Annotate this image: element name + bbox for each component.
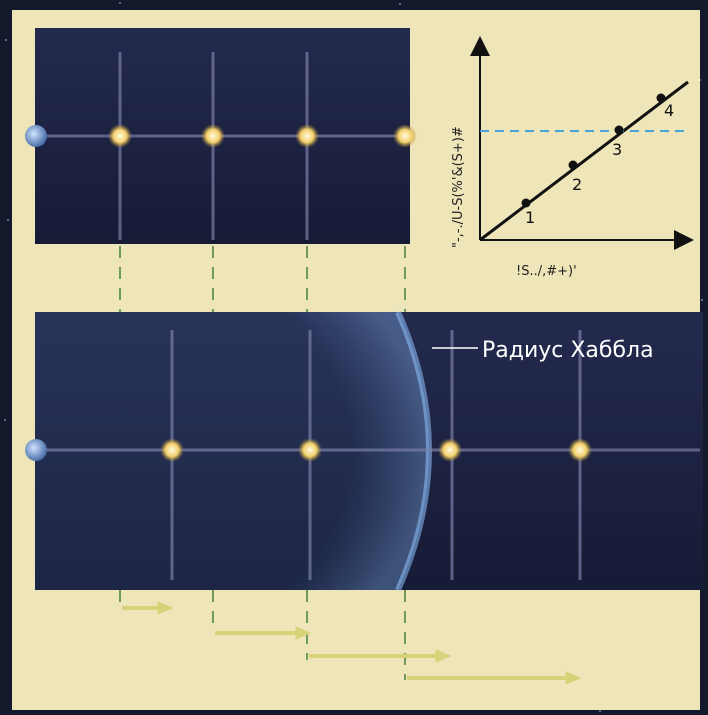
galaxy-bottom-4 — [568, 438, 592, 462]
graph-point-label-4: 4 — [664, 101, 674, 120]
graph-point-label-1: 1 — [525, 208, 535, 227]
x-axis-label: !S../,#+)' — [516, 264, 577, 279]
galaxy-bottom-3 — [438, 438, 462, 462]
galaxy-top-2 — [201, 124, 225, 148]
graph-point-1 — [521, 198, 531, 208]
graph-point-3 — [614, 125, 624, 135]
velocity-arrow-3 — [309, 649, 452, 663]
hubble-radius-label: Радиус Хаббла — [482, 338, 654, 363]
bottom-universe-panel: Радиус Хаббла — [25, 310, 703, 592]
hubble-law-line — [479, 80, 689, 242]
graph-point-label-2: 2 — [572, 175, 582, 194]
graph-point-2 — [568, 160, 578, 170]
top-universe-panel — [25, 28, 417, 244]
hubble-law-graph: 1 2 3 4 !S../,#+)' "-,-./U-S(%'&(S+)# — [451, 36, 694, 279]
galaxy-top-4 — [393, 124, 417, 148]
earth-observer-top — [25, 125, 47, 147]
galaxy-bottom-1 — [160, 438, 184, 462]
velocity-arrow-2 — [215, 626, 312, 640]
guide-lines — [119, 246, 406, 680]
galaxy-top-1 — [108, 124, 132, 148]
y-axis-label: "-,-./U-S(%'&(S+)# — [451, 126, 466, 248]
velocity-arrows — [122, 601, 582, 685]
velocity-arrow-4 — [407, 671, 582, 685]
graph-point-4 — [656, 93, 666, 103]
galaxy-bottom-2 — [298, 438, 322, 462]
graph-point-label-3: 3 — [612, 140, 622, 159]
velocity-arrow-1 — [122, 601, 174, 615]
galaxy-top-3 — [295, 124, 319, 148]
earth-observer-bottom — [25, 439, 47, 461]
